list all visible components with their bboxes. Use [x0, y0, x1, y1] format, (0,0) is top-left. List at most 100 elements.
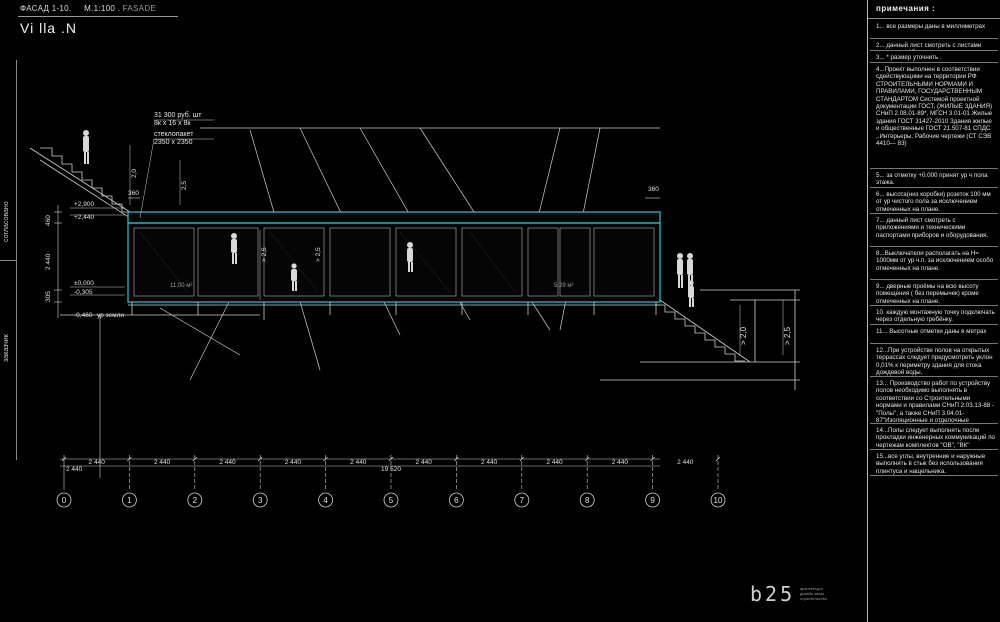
axis-label-3: 3 [258, 496, 263, 505]
level-2900: +2,900 [74, 201, 94, 208]
span-dimension: 2 440 [416, 459, 433, 466]
span-dimension: 2 440 [219, 459, 236, 466]
logo-mark: b25 [750, 582, 796, 606]
person-figure [407, 242, 413, 272]
axis-bubble [121, 492, 137, 508]
person-figure [688, 280, 694, 307]
level-m0460: -0,460 [74, 312, 93, 319]
window-grid: 8к х 16 х 8к [154, 120, 191, 127]
note-item: 11... Высотные отметки даны в метрах [870, 327, 998, 344]
ground-level-label: ур земли [97, 312, 124, 319]
axis-bubble [710, 492, 726, 508]
span-dimension: 2 440 [677, 459, 694, 466]
facade-drawing: +2,900 +2,440 ±0,000 -0,305 -0,460 ур зе… [29, 111, 800, 508]
dim-tick [388, 456, 394, 462]
height-2-0-right: > 2,0 [739, 326, 748, 345]
stamp-divider [0, 260, 16, 261]
human-figures [83, 130, 694, 307]
dim-460: 460 [45, 215, 52, 226]
total-dimension: 19 520 [381, 466, 401, 473]
dim-2440: 2 440 [45, 253, 52, 270]
axis-label-7: 7 [520, 496, 525, 505]
window-type: стеклопакет [154, 131, 194, 138]
dim-tick [323, 456, 328, 462]
left-dim-chain [54, 197, 660, 318]
building-volume [127, 211, 661, 306]
person-figure [677, 253, 683, 288]
axis-bubble [56, 492, 72, 508]
axis-bubble [318, 492, 334, 508]
note-item: 7... данный лист смотреть с приложениями… [870, 216, 998, 247]
room-area-left: 11,00 м² [170, 283, 192, 289]
note-item: 9... дверные проёмы на всю высоту помеще… [870, 282, 998, 306]
height-arrows [129, 145, 784, 355]
dim-tick [584, 456, 590, 462]
axis-bubble [448, 492, 464, 508]
span-dimension: 2 440 [285, 459, 302, 466]
span-dimension: 2 440 [89, 459, 106, 466]
level-m0305: -0,305 [74, 289, 93, 296]
window-size: 2350 х 2350 [154, 139, 193, 146]
room-area-right: 5,29 м² [554, 283, 573, 289]
note-item: 12...При устройстве полов на открытых те… [870, 346, 998, 377]
span-dimension: 2 440 [350, 459, 367, 466]
logo-tag3: строительство [800, 596, 827, 601]
height-2-5-top: 2,5 [181, 181, 188, 190]
span-dimension-lower: 2 440 [66, 466, 83, 473]
axis-label-1: 1 [127, 496, 132, 505]
dim-tick [127, 456, 132, 462]
level-2440: +2,440 [74, 214, 94, 221]
note-item: 10. каждую монтажную точку подключать че… [870, 308, 998, 325]
level-0000: ±0,000 [74, 280, 94, 287]
sheet-header: ФАСАД 1-10. М.1:100 . FASADE [20, 4, 156, 13]
window-price: 31 300 руб. шт [154, 111, 202, 119]
axis-bubble [579, 492, 595, 508]
left-stair [29, 147, 131, 219]
right-stair [600, 289, 800, 390]
axis-bubble [645, 492, 660, 508]
dim-tick [650, 456, 655, 462]
height-2-5-right: > 2,5 [783, 326, 792, 345]
dim-360-right: 360 [648, 186, 659, 193]
note-item: 15...все углы, внутренние и наружные вып… [870, 452, 998, 476]
span-dimension: 2 440 [481, 459, 498, 466]
note-item: 5... за отметку +0.000 принят ур ч пола … [870, 171, 998, 188]
note-item: 13... Производство работ по устройству п… [870, 379, 998, 424]
note-item: 8...Выключатели располагать на Н= 1000мм… [870, 249, 998, 280]
axis-bubble [187, 492, 203, 508]
height-2-0-top: 2,0 [131, 169, 138, 178]
axis-label-0: 0 [62, 496, 67, 505]
sheet-name: ФАСАД 1-10. [20, 4, 72, 13]
person-figure [231, 233, 237, 264]
vertical-dim-labels: 460 2 440 305 2,0 2,5 > 2,5 > 2,5 > 2,0 … [45, 169, 792, 345]
sheet-name-en: . FASADE [117, 4, 157, 13]
window-callout: 31 300 руб. шт 8к х 16 х 8к стеклопакет … [139, 111, 214, 219]
axis-label-4: 4 [323, 496, 328, 505]
sheet-scale: М.1:100 [84, 4, 116, 13]
note-item: 2... данный лист смотреть с листами комп… [870, 41, 998, 51]
notes-panel: примечания : 1... все размеры даны в мил… [867, 0, 1000, 622]
height-2-5-stair: > 2,5 [261, 247, 268, 262]
height-2-5-mid: > 2,5 [315, 247, 322, 262]
span-dimension: 2 440 [154, 459, 171, 466]
axis-label-8: 8 [585, 496, 590, 505]
header-underline [18, 16, 178, 17]
axis-label-10: 10 [714, 496, 723, 505]
logo-tag2: дизайн заказ [800, 591, 825, 596]
axis-bubble [383, 492, 399, 508]
dim-tick [454, 456, 459, 462]
left-stamp: согласовано заказчик [0, 60, 17, 460]
foundation [60, 302, 657, 320]
dim-tick [257, 456, 263, 462]
axis-label-6: 6 [454, 496, 459, 505]
dimension-chain [60, 315, 660, 478]
axis-bubble [514, 492, 530, 508]
axis-label-9: 9 [650, 496, 655, 505]
notes-title: примечания : [876, 4, 936, 13]
logo-tag1: архитектура [800, 586, 823, 591]
dim-tick [61, 456, 67, 462]
window-reflection [139, 231, 516, 293]
axis-label-5: 5 [389, 496, 394, 505]
level-marks: +2,900 +2,440 ±0,000 -0,305 -0,460 ур зе… [74, 186, 659, 319]
